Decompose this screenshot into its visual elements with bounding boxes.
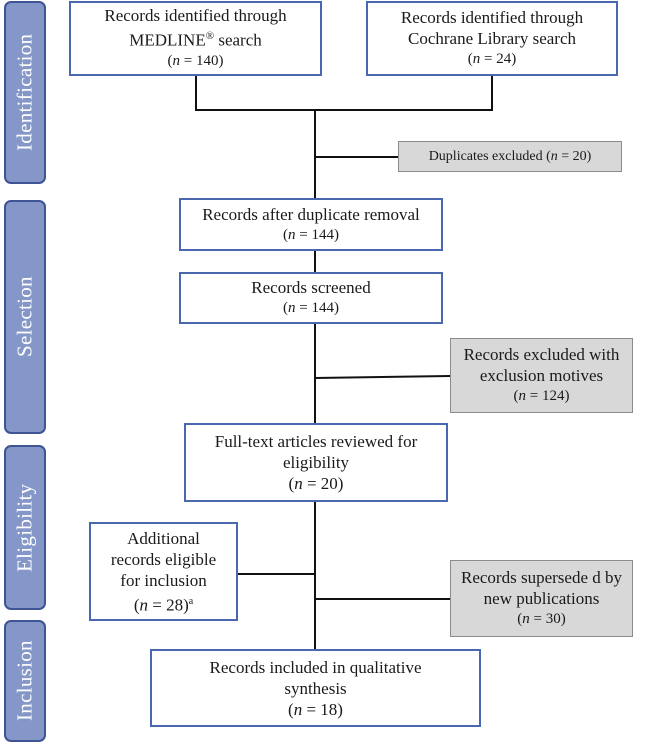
screened-box: Records screened (n = 144) — [179, 272, 443, 324]
medline-line1: Records identified through — [104, 6, 287, 26]
additional-line1: Additional — [127, 528, 200, 548]
stage-eligibility-label: Eligibility — [12, 483, 37, 572]
superseded-count: (n = 30) — [517, 611, 566, 627]
included-line1: Records included in qualitative — [209, 657, 422, 677]
excluded-line2: exclusion motives — [479, 366, 604, 385]
fulltext-line2: eligibility — [282, 453, 350, 472]
stage-inclusion: Inclusion — [4, 620, 46, 742]
included-line2: synthesis — [284, 678, 347, 698]
cochrane-count: (n = 24) — [467, 51, 517, 67]
excluded-line1: Records excluded with — [463, 345, 620, 364]
stage-inclusion-label: Inclusion — [12, 640, 37, 722]
additional-count: (n = 28)a — [133, 595, 194, 615]
additional-line2: records eligible — [110, 549, 217, 569]
cochrane-line2: Cochrane Library search — [407, 29, 577, 48]
medline-box: Records identified through MEDLINE® sear… — [69, 1, 322, 76]
stage-selection: Selection — [4, 200, 46, 434]
stage-eligibility: Eligibility — [4, 445, 46, 610]
stage-identification: Identification — [4, 1, 46, 184]
stage-selection-label: Selection — [12, 276, 37, 358]
screened-count: (n = 144) — [283, 300, 339, 316]
cochrane-box: Records identified through Cochrane Libr… — [366, 1, 618, 76]
screened-line1: Records screened — [251, 278, 371, 297]
superseded-line2: new publications — [483, 589, 600, 608]
superseded-box: Records supersede d by new publications … — [450, 560, 633, 637]
additional-line3: for inclusion — [120, 570, 207, 590]
after-duplicates-box: Records after duplicate removal (n = 144… — [179, 198, 443, 251]
after-duplicates-count: (n = 144) — [283, 226, 339, 243]
included-count: (n = 18) — [288, 699, 343, 719]
duplicates-box: Duplicates excluded (n = 20) — [398, 141, 622, 172]
cochrane-line1: Records identified through — [400, 8, 584, 27]
included-box: Records included in qualitative synthesi… — [150, 649, 481, 727]
stage-identification-label: Identification — [12, 33, 37, 152]
fulltext-line1: Full-text articles reviewed for — [214, 432, 418, 451]
after-duplicates-line1: Records after duplicate removal — [202, 204, 420, 224]
medline-line2: MEDLINE® search — [129, 30, 262, 50]
excluded-box: Records excluded with exclusion motives … — [450, 338, 633, 413]
duplicates-text: Duplicates excluded (n = 20) — [428, 149, 592, 164]
superseded-line1: Records supersede d by — [461, 568, 622, 587]
fulltext-count: (n = 20) — [288, 474, 344, 493]
fulltext-box: Full-text articles reviewed for eligibil… — [184, 423, 448, 502]
medline-count: (n = 140) — [167, 52, 224, 69]
additional-box: Additional records eligible for inclusio… — [89, 522, 238, 621]
excluded-count: (n = 124) — [513, 388, 570, 404]
